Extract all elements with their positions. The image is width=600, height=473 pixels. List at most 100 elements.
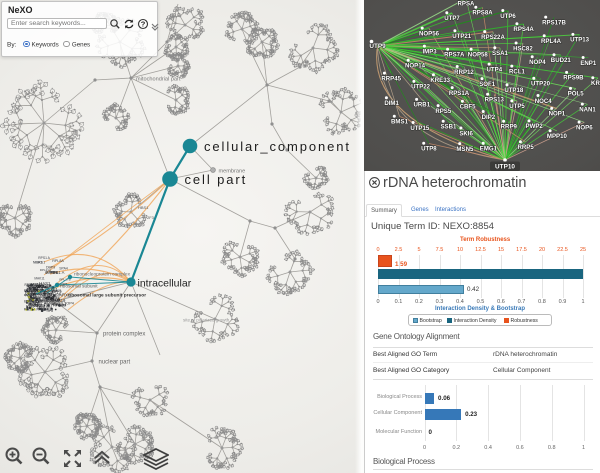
svg-text:NOP7: NOP7 xyxy=(52,302,61,306)
svg-text:RPL10: RPL10 xyxy=(31,300,42,304)
svg-text:POL5: POL5 xyxy=(568,91,585,98)
svg-text:UTP10: UTP10 xyxy=(495,164,515,171)
svg-text:RPS14A: RPS14A xyxy=(24,293,37,297)
svg-text:RPS17B: RPS17B xyxy=(542,19,566,26)
svg-text:MSN5: MSN5 xyxy=(456,146,474,153)
svg-text:mitochondrial part: mitochondrial part xyxy=(136,77,181,83)
svg-text:YTM1: YTM1 xyxy=(26,290,36,294)
svg-text:RRP9: RRP9 xyxy=(501,124,518,131)
svg-text:MAK11: MAK11 xyxy=(34,276,44,280)
svg-text:ribonucleoprotein complex: ribonucleoprotein complex xyxy=(74,272,131,278)
svg-text:RPS5: RPS5 xyxy=(435,108,452,115)
svg-text:RPS1 A: RPS1 A xyxy=(38,256,50,260)
svg-text:RPSA: RPSA xyxy=(458,1,476,8)
svg-text:KRI1: KRI1 xyxy=(591,80,600,87)
svg-text:ENP1: ENP1 xyxy=(580,60,597,67)
svg-text:RPS14A: RPS14A xyxy=(47,300,61,304)
svg-text:NOP12: NOP12 xyxy=(44,301,56,305)
svg-text:SSA1: SSA1 xyxy=(492,50,509,57)
svg-text:2F3: 2F3 xyxy=(147,215,155,220)
svg-text:SQL3: SQL3 xyxy=(127,194,138,199)
svg-text:membrane: membrane xyxy=(219,169,246,175)
svg-text:NOP12: NOP12 xyxy=(45,290,56,294)
svg-text:UTP18: UTP18 xyxy=(504,87,524,94)
svg-text:RRP1: RRP1 xyxy=(28,302,39,307)
svg-text:cell part: cell part xyxy=(185,172,248,187)
svg-text:DBP10 TOP4: DBP10 TOP4 xyxy=(51,302,74,306)
svg-text:ARX1: ARX1 xyxy=(59,293,71,298)
svg-text:TIF6: TIF6 xyxy=(41,299,47,303)
svg-text:NMD3: NMD3 xyxy=(28,284,40,289)
svg-text:CIC1: CIC1 xyxy=(35,288,43,292)
svg-text:JJJ1: JJJ1 xyxy=(46,291,53,295)
svg-text:cellular_component: cellular_component xyxy=(204,139,351,154)
svg-text:protein complex: protein complex xyxy=(103,332,145,338)
svg-text:UTP22: UTP22 xyxy=(411,84,431,91)
svg-text:RPL5: RPL5 xyxy=(30,296,41,301)
svg-text:EMG1: EMG1 xyxy=(480,146,498,153)
svg-text:HBS1: HBS1 xyxy=(138,205,149,210)
svg-text:NOP58: NOP58 xyxy=(34,291,46,295)
svg-text:RPF1: RPF1 xyxy=(25,290,36,295)
svg-text:YTM1: YTM1 xyxy=(37,306,46,310)
svg-text:RCL1: RCL1 xyxy=(509,68,526,75)
svg-text:NOP15: NOP15 xyxy=(45,302,55,306)
svg-text:RPL25: RPL25 xyxy=(28,300,39,304)
svg-text:NOC2: NOC2 xyxy=(35,288,44,292)
svg-text:RPL35A: RPL35A xyxy=(49,293,62,297)
svg-text:RPL17B: RPL17B xyxy=(59,277,70,281)
svg-text:NOP1: NOP1 xyxy=(549,111,566,118)
svg-text:NOP6: NOP6 xyxy=(576,124,593,131)
svg-text:SKI6: SKI6 xyxy=(459,130,473,137)
svg-text:HAS1: HAS1 xyxy=(39,281,51,286)
svg-text:PWP1: PWP1 xyxy=(33,295,42,299)
svg-text:DBP9: DBP9 xyxy=(46,266,55,270)
svg-text:NOC4: NOC4 xyxy=(535,98,553,105)
svg-text:NOP7: NOP7 xyxy=(25,293,37,298)
svg-text:jjm: jjm xyxy=(28,286,35,291)
svg-text:RPL8A: RPL8A xyxy=(52,259,64,263)
svg-text:RPL31A: RPL31A xyxy=(29,303,44,308)
svg-text:RSA4: RSA4 xyxy=(56,302,67,307)
svg-text:UTP20: UTP20 xyxy=(531,81,551,88)
svg-text:site of polarized growth: site of polarized growth xyxy=(183,318,230,323)
svg-text:REI1: REI1 xyxy=(24,288,33,293)
svg-text:SSF1: SSF1 xyxy=(34,283,42,287)
svg-text:CBF5: CBF5 xyxy=(460,104,477,111)
svg-text:RPF2: RPF2 xyxy=(52,290,62,294)
svg-text:NOP4: NOP4 xyxy=(32,302,42,306)
svg-text:RPL21A: RPL21A xyxy=(40,268,51,272)
svg-text:DIP2: DIP2 xyxy=(482,114,496,121)
svg-text:NAN1: NAN1 xyxy=(579,106,596,113)
svg-text:NOP58: NOP58 xyxy=(47,296,60,301)
svg-text:MAK5: MAK5 xyxy=(30,283,39,287)
svg-text:RLP7: RLP7 xyxy=(40,293,50,297)
svg-text:UTP13: UTP13 xyxy=(570,37,590,44)
svg-text:UTP10: UTP10 xyxy=(42,308,53,312)
svg-text:UTP8: UTP8 xyxy=(421,146,437,153)
svg-text:KRE33: KRE33 xyxy=(430,77,450,84)
svg-text:DIM1: DIM1 xyxy=(384,100,399,107)
svg-text:RPS22A: RPS22A xyxy=(481,34,505,41)
svg-text:SSA1: SSA1 xyxy=(43,295,51,299)
svg-text:NOP15: NOP15 xyxy=(37,296,50,301)
svg-text:TMA19: TMA19 xyxy=(52,298,66,303)
svg-text:RPF1: RPF1 xyxy=(45,297,55,301)
svg-text:LSG1: LSG1 xyxy=(29,296,37,300)
svg-text:RPL9A: RPL9A xyxy=(44,298,55,302)
svg-text:RLP24: RLP24 xyxy=(44,293,57,298)
svg-text:BUD21: BUD21 xyxy=(551,57,572,64)
svg-text:RPS8A: RPS8A xyxy=(472,10,493,17)
svg-text:NOP58: NOP58 xyxy=(468,52,489,59)
svg-text:RPL6B: RPL6B xyxy=(51,298,61,302)
svg-text:RPL8B: RPL8B xyxy=(40,298,50,302)
svg-text:LSG1: LSG1 xyxy=(30,289,38,293)
svg-text:DRS1: DRS1 xyxy=(51,296,60,300)
svg-text:URB1: URB1 xyxy=(414,102,431,109)
svg-text:RPL24A: RPL24A xyxy=(37,285,48,289)
svg-text:NOG1: NOG1 xyxy=(33,299,44,304)
svg-text:NOP53: NOP53 xyxy=(45,271,57,275)
svg-text:P-RPS1 A: P-RPS1 A xyxy=(46,270,65,275)
svg-text:RPL4A: RPL4A xyxy=(541,38,562,45)
svg-text:?: ? xyxy=(140,20,145,29)
